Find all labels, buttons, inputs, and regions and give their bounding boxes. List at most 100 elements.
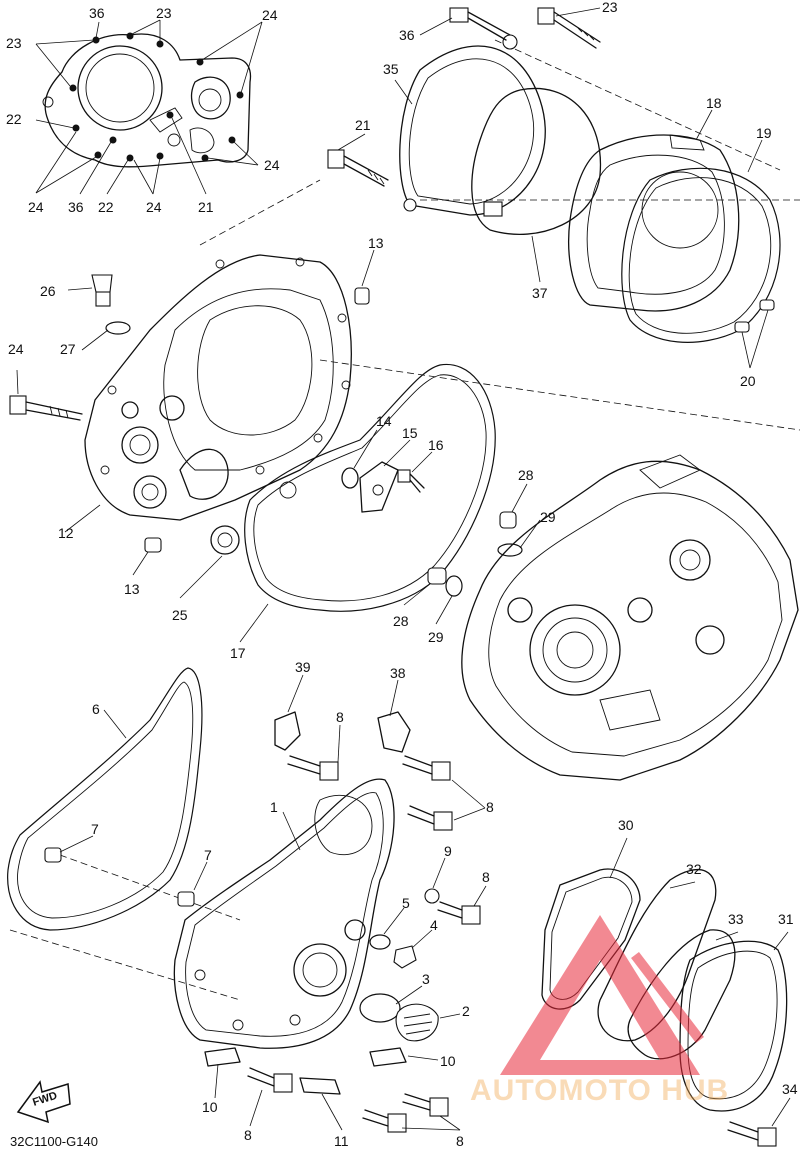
callout-24: 24 bbox=[8, 341, 24, 357]
clamp-10b bbox=[369, 1047, 407, 1067]
bolt-pattern-inset bbox=[35, 19, 263, 195]
callout-5: 5 bbox=[402, 895, 410, 911]
callout-labels: 36 23 24 23 22 24 24 36 22 24 21 36 23 3… bbox=[6, 0, 798, 1149]
bolt-hole-dots bbox=[69, 32, 244, 162]
callout-36: 36 bbox=[89, 5, 105, 21]
cover-30 bbox=[541, 868, 641, 1010]
bolt-8b bbox=[402, 755, 451, 781]
callout-24: 24 bbox=[146, 199, 162, 215]
clamp-10a bbox=[204, 1047, 241, 1067]
oring-29b bbox=[445, 575, 463, 597]
callout-1: 1 bbox=[270, 799, 278, 815]
callout-27: 27 bbox=[60, 341, 76, 357]
callout-10: 10 bbox=[202, 1099, 218, 1115]
crankcase bbox=[403, 454, 799, 781]
screen-37 bbox=[471, 87, 602, 235]
oil-seal-25 bbox=[210, 525, 240, 555]
bolt-23 bbox=[537, 7, 601, 49]
bolt-36 bbox=[449, 7, 511, 41]
watermark: AUTOMOTO HUB bbox=[470, 915, 729, 1107]
callout-22: 22 bbox=[6, 111, 22, 127]
watermark-text: AUTOMOTO HUB bbox=[470, 1074, 729, 1107]
washer-9 bbox=[424, 888, 440, 904]
callout-33: 33 bbox=[728, 911, 744, 927]
callout-6: 6 bbox=[92, 701, 100, 717]
dowel-28b bbox=[427, 567, 447, 585]
callout-34: 34 bbox=[782, 1081, 798, 1097]
callout-15: 15 bbox=[402, 425, 418, 441]
callout-14: 14 bbox=[376, 413, 392, 429]
gasket-17 bbox=[244, 363, 496, 612]
callout-29: 29 bbox=[428, 629, 444, 645]
callout-16: 16 bbox=[428, 437, 444, 453]
callout-24: 24 bbox=[264, 157, 280, 173]
bolt-8g bbox=[362, 1109, 407, 1133]
oring-3 bbox=[359, 993, 401, 1023]
bolt-holes-12 bbox=[100, 257, 351, 475]
bolt-21 bbox=[327, 149, 389, 187]
callout-19: 19 bbox=[756, 125, 772, 141]
callout-22: 22 bbox=[98, 199, 114, 215]
callout-2: 2 bbox=[462, 1003, 470, 1019]
bolt-8c bbox=[407, 805, 453, 831]
plate-15 bbox=[359, 461, 399, 513]
bolt-8d bbox=[437, 901, 481, 925]
cover-31 bbox=[679, 940, 788, 1112]
screw-16 bbox=[397, 469, 425, 493]
callout-24: 24 bbox=[262, 7, 278, 23]
bracket-39 bbox=[274, 711, 301, 751]
callout-3: 3 bbox=[422, 971, 430, 987]
fwd-arrow: FWD bbox=[16, 1080, 71, 1124]
callout-7: 7 bbox=[204, 847, 212, 863]
callout-23: 23 bbox=[6, 35, 22, 51]
cap-2 bbox=[395, 1003, 439, 1042]
clamp-38 bbox=[377, 711, 411, 753]
callout-18: 18 bbox=[706, 95, 722, 111]
clutch-cover-assembly bbox=[327, 7, 800, 369]
seal-14 bbox=[341, 467, 359, 489]
plate-33 bbox=[627, 929, 736, 1060]
callout-20: 20 bbox=[740, 373, 756, 389]
bolt-8f bbox=[402, 1093, 449, 1117]
callout-26: 26 bbox=[40, 283, 56, 299]
crankcase-cover-12 bbox=[9, 179, 800, 599]
callout-4: 4 bbox=[430, 917, 438, 933]
callout-30: 30 bbox=[618, 817, 634, 833]
callout-8: 8 bbox=[456, 1133, 464, 1149]
callout-32: 32 bbox=[686, 861, 702, 877]
callout-8: 8 bbox=[482, 869, 490, 885]
bolt-8e bbox=[247, 1067, 293, 1093]
callout-13: 13 bbox=[124, 581, 140, 597]
callout-9: 9 bbox=[444, 843, 452, 859]
callout-23: 23 bbox=[156, 5, 172, 21]
callout-28: 28 bbox=[393, 613, 409, 629]
callout-13: 13 bbox=[368, 235, 384, 251]
oring-5 bbox=[369, 934, 391, 950]
callout-21: 21 bbox=[198, 199, 214, 215]
callout-38: 38 bbox=[390, 665, 406, 681]
callout-36: 36 bbox=[399, 27, 415, 43]
bolt-34 bbox=[727, 1121, 777, 1147]
callout-8: 8 bbox=[486, 799, 494, 815]
dowel-28a bbox=[499, 511, 517, 529]
callout-17: 17 bbox=[230, 645, 246, 661]
dowel-7b bbox=[177, 891, 195, 907]
generator-cover-group bbox=[7, 667, 487, 1133]
callout-8: 8 bbox=[336, 709, 344, 725]
callout-35: 35 bbox=[383, 61, 399, 77]
callout-31: 31 bbox=[778, 911, 794, 927]
callout-12: 12 bbox=[58, 525, 74, 541]
callout-24: 24 bbox=[28, 199, 44, 215]
generator-cover-1 bbox=[173, 778, 395, 1049]
clamp-11 bbox=[299, 1077, 341, 1095]
callout-11: 11 bbox=[334, 1133, 349, 1149]
oring-27 bbox=[105, 321, 131, 335]
cover-housing-18 bbox=[568, 134, 740, 312]
clutch-cover-35 bbox=[399, 45, 546, 216]
callout-39: 39 bbox=[295, 659, 311, 675]
callout-21: 21 bbox=[355, 117, 371, 133]
callout-8: 8 bbox=[244, 1127, 252, 1143]
callout-23: 23 bbox=[602, 0, 618, 15]
bolt-24 bbox=[9, 395, 83, 421]
gasket-17-group bbox=[239, 363, 496, 643]
